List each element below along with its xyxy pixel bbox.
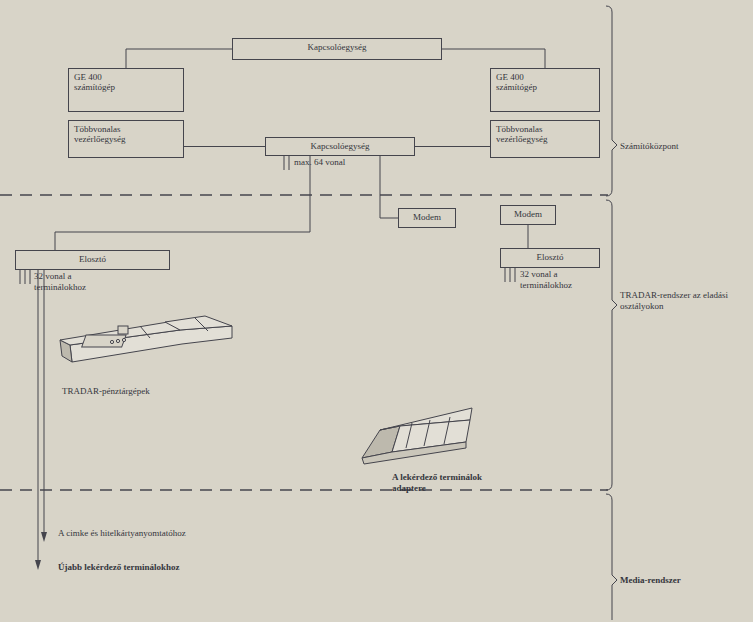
line-count: 32 vonal a terminálokhoz <box>34 271 114 293</box>
unit-box: Kapcsolóegység <box>232 38 442 60</box>
bracket <box>606 6 617 196</box>
unit-box: Modem <box>398 208 456 228</box>
box-label: GE 400 számítógép <box>74 72 136 93</box>
output-label: Újabb lekérdező terminálokhoz <box>58 562 318 573</box>
arrowhead <box>35 560 41 570</box>
arrowhead <box>41 532 47 542</box>
cash-register-illustration <box>60 316 232 362</box>
line-count: max. 64 vonal <box>294 157 384 168</box>
bracket <box>606 494 617 620</box>
line-tick <box>20 270 21 284</box>
box-label: Kapcsolóegység <box>238 42 436 52</box>
unit-box: GE 400 számítógép <box>490 68 600 112</box>
connector <box>55 156 310 250</box>
line-tick <box>30 270 31 284</box>
line-tick <box>284 155 285 170</box>
box-label: Elosztó <box>506 252 594 262</box>
region-label: TRADAR-rendszer az eladási osztályokon <box>620 290 730 312</box>
unit-box: Kapcsolóegység <box>265 137 415 156</box>
line-tick <box>289 155 290 170</box>
line-tick <box>510 268 511 282</box>
box-label: Elosztó <box>21 254 164 264</box>
output-line <box>44 270 45 534</box>
line-tick <box>505 268 506 282</box>
connector <box>184 146 265 147</box>
bracket <box>606 200 617 490</box>
line-count: 32 vonal a terminálokhoz <box>520 269 600 291</box>
output-label: A cimke és hitelkártyanyomtatóhoz <box>58 528 318 539</box>
unit-box: Elosztó <box>15 250 170 270</box>
connector <box>528 225 529 248</box>
unit-box: Többvonalas vezérlőegység <box>490 120 600 158</box>
unit-box: Modem <box>500 205 556 225</box>
connector <box>380 156 398 218</box>
box-label: Kapcsolóegység <box>271 141 409 151</box>
line-tick <box>515 268 516 282</box>
box-label: Modem <box>404 212 450 222</box>
box-label: GE 400 számítógép <box>496 72 558 93</box>
region-divider <box>0 489 608 490</box>
region-divider <box>0 194 608 195</box>
box-label: Többvonalas vezérlőegység <box>74 124 136 145</box>
box-label: Modem <box>506 209 550 219</box>
unit-box: Elosztó <box>500 248 600 268</box>
region-label: Media-rendszer <box>620 575 750 586</box>
unit-box: Többvonalas vezérlőegység <box>68 120 184 158</box>
connector <box>415 146 490 147</box>
illustration-caption: A lekérdező terminálok adaptere <box>392 472 502 494</box>
unit-box: GE 400 számítógép <box>68 68 184 112</box>
connector <box>442 49 545 68</box>
output-line <box>38 270 39 562</box>
box-label: Többvonalas vezérlőegység <box>496 124 558 145</box>
region-label: Számítóközpont <box>620 141 750 152</box>
connector <box>126 49 232 68</box>
illustration-caption: TRADAR-pénztárgépek <box>62 386 202 397</box>
line-tick <box>25 270 26 284</box>
adapter-illustration <box>362 408 472 464</box>
